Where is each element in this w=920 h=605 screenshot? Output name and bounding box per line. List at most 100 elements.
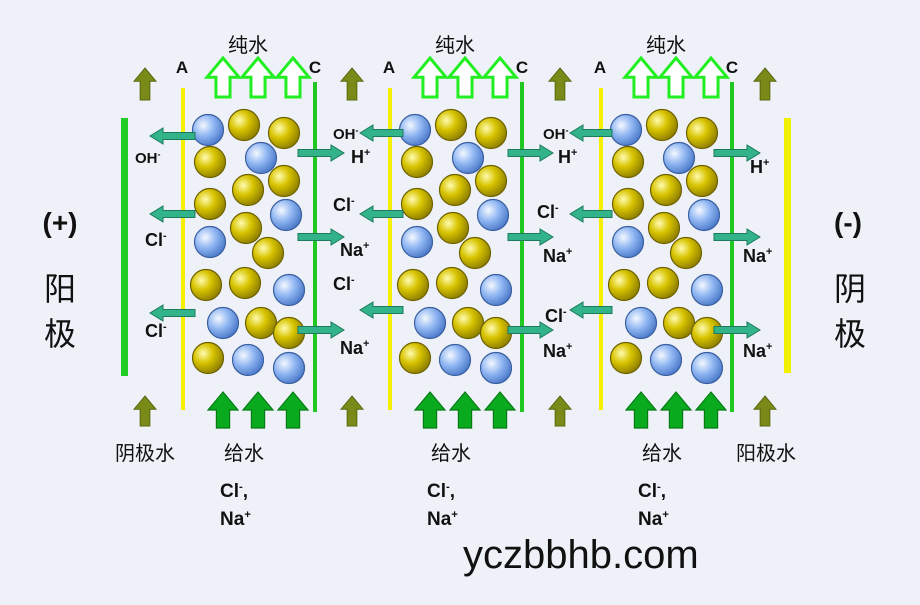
anion-resin-bead-3-21 <box>690 351 724 385</box>
ion-arrow-h-1 <box>297 144 345 162</box>
anion-resin-bead-1-15 <box>272 273 306 307</box>
anion-membrane-label-2: A <box>383 58 395 77</box>
feed-water-arrow-1-1 <box>206 391 240 429</box>
product-water-label-2: 纯水 <box>435 33 475 57</box>
cation-resin-bead-3-17 <box>662 306 696 340</box>
cation-resin-bead-2-12 <box>458 236 492 270</box>
ion-arrow-na-cathode-2 <box>713 321 761 339</box>
electrode-water-top-arrow-2 <box>339 67 365 101</box>
anion-resin-bead-1-21 <box>272 351 306 385</box>
feed-ions-line1-2: Cl-, <box>427 481 455 502</box>
ion-arrow-na-2 <box>297 321 345 339</box>
feed-ions-line2-1: Na+ <box>220 509 251 530</box>
cation-resin-bead-1-12 <box>251 236 285 270</box>
anion-membrane-label-1: A <box>176 58 188 77</box>
ion-arrow-oh-2 <box>569 124 613 142</box>
cation-membrane-3 <box>730 82 734 412</box>
anion-resin-bead-1-9 <box>269 198 303 232</box>
product-water-label-1: 纯水 <box>228 33 268 57</box>
cation-resin-bead-2-19 <box>398 341 432 375</box>
anion-membrane-label-3: A <box>594 58 606 77</box>
anion-resin-bead-3-1 <box>609 113 643 147</box>
feed-ions-line2-2: Na+ <box>427 509 458 530</box>
ion-arrow-cl-1 <box>359 205 404 223</box>
anion-resin-bead-3-15 <box>690 273 724 307</box>
anion-resin-bead-1-1 <box>191 113 225 147</box>
ion-oh-1: OH- <box>333 125 359 143</box>
anion-resin-bead-3-16 <box>624 306 658 340</box>
anion-membrane-3 <box>599 88 603 410</box>
ion-arrow-na-1 <box>297 228 345 246</box>
ion-arrow-cl-4 <box>569 301 613 319</box>
cation-resin-bead-1-17 <box>244 306 278 340</box>
cathode-label-2: 极 <box>834 315 866 353</box>
ion-na-3: Na+ <box>543 246 572 266</box>
ion-arrow-cl-3 <box>569 205 613 223</box>
ion-h-1: H+ <box>351 147 370 167</box>
ion-cl-2: Cl- <box>333 274 355 294</box>
feed-water-arrow-2-2 <box>448 391 482 429</box>
cation-resin-bead-3-3 <box>685 116 719 150</box>
anode-sign: (+) <box>43 207 78 238</box>
cation-membrane-1 <box>313 82 317 412</box>
electrode-water-top-arrow-3 <box>547 67 573 101</box>
cation-resin-bead-2-3 <box>474 116 508 150</box>
cathode-sign: (-) <box>834 207 862 238</box>
ion-arrow-oh-1 <box>359 124 404 142</box>
anode-electrode-bar <box>121 118 128 376</box>
cation-membrane-label-3: C <box>726 58 738 77</box>
feed-ions-line1-3: Cl-, <box>638 481 666 502</box>
cation-resin-bead-2-2 <box>434 108 468 142</box>
stream-labels: 纯水给水Cl-,Na+纯水给水Cl-,Na+纯水给水Cl-,Na+阴极水阳极水O… <box>115 33 796 530</box>
cation-resin-bead-2-8 <box>438 173 472 207</box>
cation-resin-bead-1-19 <box>191 341 225 375</box>
anion-resin-bead-3-9 <box>687 198 721 232</box>
anode-label-1: 阳 <box>44 270 76 308</box>
anion-resin-bead-2-21 <box>479 351 513 385</box>
cation-resin-bead-1-3 <box>267 116 301 150</box>
feed-water-arrow-3-2 <box>659 391 693 429</box>
cation-resin-bead-1-6 <box>267 164 301 198</box>
cathode-water-label: 阴极水 <box>115 441 175 465</box>
product-water-arrow-1-1 <box>203 55 243 99</box>
product-water-arrow-3-3 <box>691 55 731 99</box>
anion-resin-bead-3-20 <box>649 343 683 377</box>
ion-oh-anode: OH- <box>135 149 161 167</box>
ion-arrow-h-2 <box>507 144 554 162</box>
ion-arrow-oh-anode <box>149 127 196 145</box>
ion-cl-1: Cl- <box>333 195 355 215</box>
feed-water-label-3: 给水 <box>642 441 682 465</box>
electrode-water-bottom-arrow-4 <box>752 395 778 427</box>
anion-resin-bead-3-5 <box>662 141 696 175</box>
cation-resin-bead-2-11 <box>436 211 470 245</box>
ion-cl-anode-1: Cl- <box>145 230 167 250</box>
cation-resin-bead-2-6 <box>474 164 508 198</box>
product-water-arrow-1-3 <box>273 55 313 99</box>
feed-water-arrow-1-2 <box>241 391 275 429</box>
product-water-arrow-3-1 <box>621 55 661 99</box>
ion-na-cathode-2: Na+ <box>743 341 772 361</box>
feed-water-arrow-3-1 <box>624 391 658 429</box>
cation-resin-bead-3-8 <box>649 173 683 207</box>
ion-arrow-cl-anode-1 <box>149 205 196 223</box>
product-water-arrow-3-2 <box>656 55 696 99</box>
anion-resin-bead-2-9 <box>476 198 510 232</box>
ion-oh-2: OH- <box>543 125 569 143</box>
anion-resin-bead-1-10 <box>193 225 227 259</box>
anion-resin-bead-2-1 <box>398 113 432 147</box>
cation-resin-bead-1-8 <box>231 173 265 207</box>
feed-ions-line2-3: Na+ <box>638 509 669 530</box>
anion-resin-bead-2-16 <box>413 306 447 340</box>
ion-arrow-cl-2 <box>359 301 404 319</box>
resin-beads <box>189 108 724 385</box>
ion-h-cathode: H+ <box>750 157 769 177</box>
cation-resin-bead-1-14 <box>228 266 262 300</box>
flow-arrows <box>132 55 778 429</box>
cation-membrane-2 <box>520 82 524 412</box>
ion-na-4: Na+ <box>543 341 572 361</box>
anion-resin-bead-2-20 <box>438 343 472 377</box>
feed-water-arrow-2-3 <box>483 391 517 429</box>
ion-na-cathode-1: Na+ <box>743 246 772 266</box>
electrode-water-top-arrow-1 <box>132 67 158 101</box>
